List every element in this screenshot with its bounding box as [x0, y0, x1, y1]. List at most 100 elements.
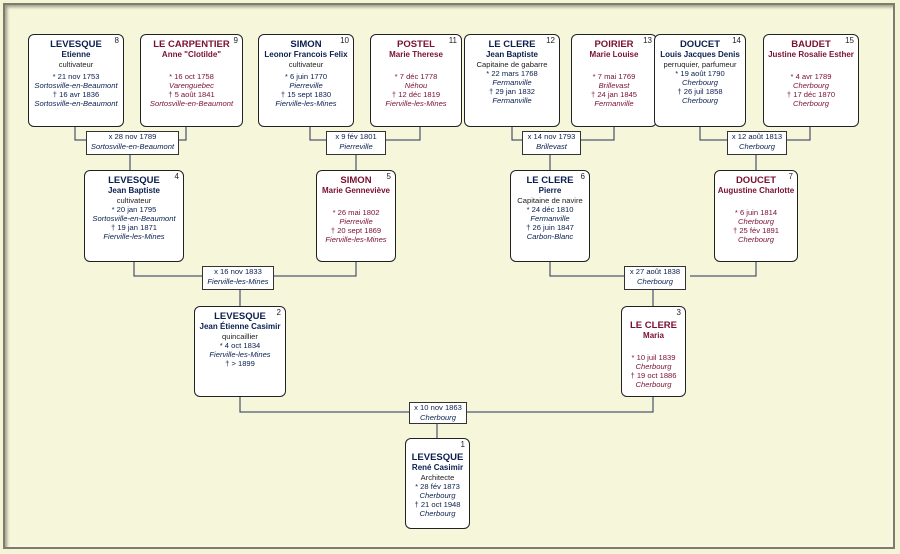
- connector-line: [511, 127, 525, 141]
- person-number: 5: [386, 172, 391, 181]
- person-surname: LE CLERE: [526, 175, 574, 186]
- person-box-2[interactable]: 2 LEVESQUE Jean Étienne Casimir quincail…: [194, 306, 286, 397]
- person-death-place: Fermanville: [492, 96, 532, 105]
- person-surname: DOUCET: [735, 175, 777, 186]
- person-birth: * 21 nov 1753: [52, 72, 100, 81]
- connector-line: [580, 127, 615, 141]
- person-box-3[interactable]: 3 LE CLERE Maria * 10 juil 1839 Cherbour…: [621, 306, 686, 397]
- person-death-place: Cherbourg: [635, 380, 672, 389]
- person-box-10[interactable]: 10 SIMON Leonor Francois Felix cultivate…: [258, 34, 354, 127]
- person-death: † 26 juil 1858: [677, 87, 723, 96]
- person-occupation: quincaillier: [222, 332, 258, 341]
- marriage-place: Brillevast: [536, 142, 567, 151]
- person-death-place: Fermanville: [594, 99, 634, 108]
- person-birth-place: Sortosville-en-Beaumont: [34, 81, 118, 90]
- person-birth-place: Cherbourg: [682, 78, 718, 87]
- person-surname: POIRIER: [594, 39, 634, 50]
- person-number: 11: [448, 36, 457, 45]
- person-death-place: Fierville-les-Mines: [325, 235, 387, 244]
- person-birth: * 16 oct 1758: [169, 72, 214, 81]
- person-given-names: Jean Étienne Casimir: [199, 322, 281, 331]
- person-number: 12: [546, 36, 555, 45]
- marriage-box: x 12 août 1813 Cherbourg: [727, 131, 787, 155]
- person-box-6[interactable]: 6 LE CLERE Pierre Capitaine de navire * …: [510, 170, 590, 262]
- connector-line: [239, 397, 410, 413]
- person-birth: * 26 mai 1802: [332, 208, 380, 217]
- marriage-box: x 28 nov 1789 Sortosville-en-Beaumont: [86, 131, 179, 155]
- person-given-names: Pierre: [538, 186, 562, 195]
- person-birth: * 6 juin 1814: [734, 208, 778, 217]
- person-given-names: René Casimir: [411, 463, 464, 472]
- marriage-date: x 10 nov 1863: [414, 403, 462, 412]
- person-number: 13: [643, 36, 652, 45]
- person-number: 9: [233, 36, 238, 45]
- person-birth-place: Cherbourg: [793, 81, 829, 90]
- person-birth-place: Néhou: [404, 81, 428, 90]
- person-death: † 19 jan 1871: [110, 223, 158, 232]
- person-birth-place: Fermanville: [530, 214, 570, 223]
- person-death-place: Cherbourg: [682, 96, 718, 105]
- person-death: † 5 août 1841: [168, 90, 215, 99]
- person-number: 14: [732, 36, 741, 45]
- marriage-date: x 28 nov 1789: [108, 132, 157, 141]
- person-death-place: Fierville-les-Mines: [385, 99, 447, 108]
- marriage-box: x 9 fév 1801 Pierreville: [326, 131, 386, 155]
- person-birth-place: Cherbourg: [419, 491, 456, 500]
- person-box-4[interactable]: 4 LEVESQUE Jean Baptiste cultivateur * 2…: [84, 170, 184, 262]
- person-given-names: Louis Jacques Denis: [660, 50, 740, 59]
- person-death-place: Sortosville-en-Beaumont: [149, 99, 234, 108]
- person-death: † 29 jan 1832: [488, 87, 536, 96]
- person-death: † 24 jan 1845: [590, 90, 638, 99]
- person-surname: LE CLERE: [488, 39, 536, 50]
- marriage-box: x 14 nov 1793 Brillevast: [522, 131, 581, 155]
- person-number: 8: [114, 36, 119, 45]
- person-occupation: cultivateur: [116, 196, 152, 205]
- person-given-names: Etienne: [61, 50, 91, 59]
- person-birth: * 7 mai 1769: [592, 72, 636, 81]
- person-birth-place: Fierville-les-Mines: [209, 350, 271, 359]
- person-death: † 26 juin 1847: [526, 223, 574, 232]
- person-box-12[interactable]: 12 LE CLERE Jean Baptiste Capitaine de g…: [464, 34, 560, 127]
- person-surname: DOUCET: [679, 39, 721, 50]
- person-birth: * 4 oct 1834: [219, 341, 261, 350]
- person-death: † 19 oct 1886: [630, 371, 677, 380]
- person-death-place: Fierville-les-Mines: [275, 99, 337, 108]
- person-birth: * 28 fév 1873: [415, 482, 460, 491]
- marriage-place: Cherbourg: [420, 413, 456, 422]
- person-occupation: Architecte: [420, 473, 455, 482]
- person-box-14[interactable]: 14 DOUCET Louis Jacques Denis perruquier…: [654, 34, 746, 127]
- person-death-place: Fierville-les-Mines: [103, 232, 165, 241]
- person-number: 1: [460, 440, 465, 449]
- person-box-7[interactable]: 7 DOUCET Augustine Charlotte * 6 juin 18…: [714, 170, 798, 262]
- marriage-place: Fierville-les-Mines: [207, 277, 269, 286]
- connector-line: [786, 127, 811, 141]
- person-birth-place: Fermanville: [492, 78, 532, 87]
- person-box-1[interactable]: 1 LEVESQUE René Casimir Architecte * 28 …: [405, 438, 470, 529]
- person-surname: LEVESQUE: [214, 311, 266, 322]
- person-birth-place: Pierreville: [289, 81, 323, 90]
- person-box-11[interactable]: 11 POSTEL Marie Therese * 7 déc 1778 Néh…: [370, 34, 462, 127]
- connector-line: [549, 262, 624, 277]
- person-surname: LEVESQUE: [411, 452, 464, 463]
- person-box-9[interactable]: 9 LE CARPENTIER Anne "Clotilde" * 16 oct…: [140, 34, 243, 127]
- person-surname: POSTEL: [396, 39, 435, 50]
- connector-line: [309, 127, 328, 141]
- marriage-place: Sortosville-en-Beaumont: [90, 142, 175, 151]
- marriage-place: Cherbourg: [637, 277, 673, 286]
- person-box-5[interactable]: 5 SIMON Marie Genneviève * 26 mai 1802 P…: [316, 170, 396, 262]
- person-birth: * 7 déc 1778: [394, 72, 438, 81]
- person-birth: * 10 juil 1839: [631, 353, 676, 362]
- connector-line: [133, 262, 204, 277]
- person-box-8[interactable]: 8 LEVESQUE Etienne cultivateur * 21 nov …: [28, 34, 124, 127]
- person-death-place: Sortosville-en-Beaumont: [34, 99, 118, 108]
- person-occupation: perruquier, parfumeur: [663, 60, 737, 69]
- person-birth-place: Cherbourg: [635, 362, 672, 371]
- marriage-place: Pierreville: [339, 142, 373, 151]
- person-birth: * 20 jan 1795: [111, 205, 157, 214]
- person-box-15[interactable]: 15 BAUDET Justine Rosalie Esther * 4 avr…: [763, 34, 859, 127]
- marriage-date: x 16 nov 1833: [214, 267, 262, 276]
- connector-line: [699, 127, 728, 141]
- person-birth-place: Pierreville: [339, 217, 373, 226]
- person-death: † 15 sept 1830: [280, 90, 332, 99]
- person-box-13[interactable]: 13 POIRIER Marie Louise * 7 mai 1769 Bri…: [571, 34, 657, 127]
